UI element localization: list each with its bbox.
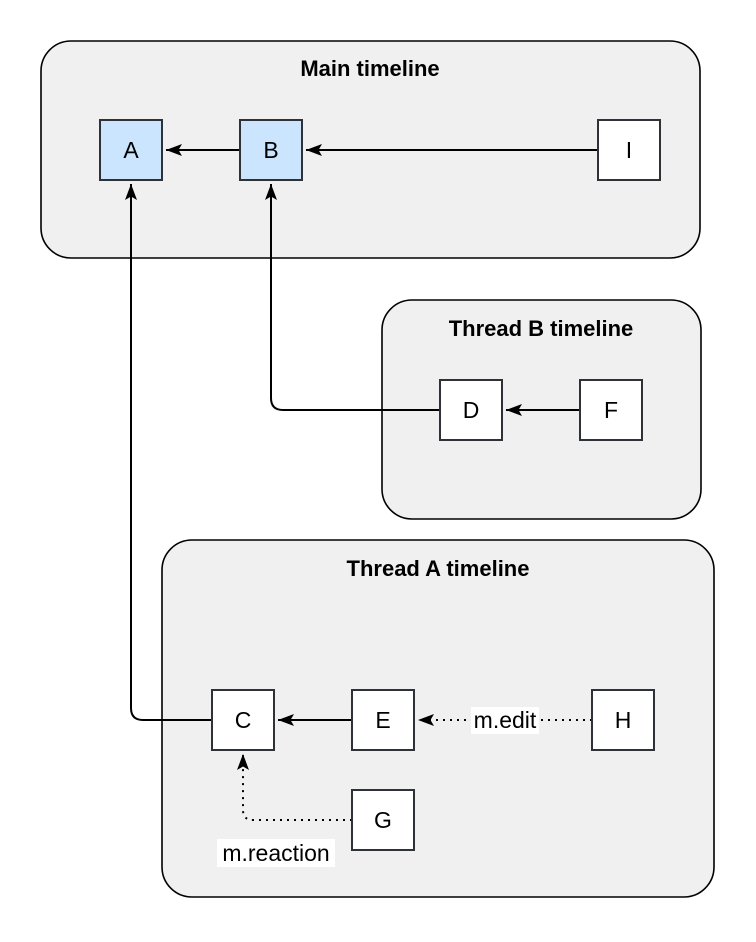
node-b-label: B <box>263 137 278 163</box>
thread-a-timeline-box <box>161 539 715 898</box>
edge-label-m-reaction-text: m.reaction <box>222 840 329 866</box>
node-c: C <box>211 689 275 751</box>
node-e: E <box>351 689 415 751</box>
node-i-box <box>597 119 661 181</box>
edge-g-to-c <box>237 754 352 821</box>
thread-a-timeline-container: Thread A timeline <box>161 539 715 898</box>
node-g-label: G <box>374 807 392 833</box>
edge-c-to-a <box>125 184 212 721</box>
node-e-label: E <box>375 707 390 733</box>
node-b: B <box>239 119 303 181</box>
node-e-box <box>351 689 415 751</box>
node-a: A <box>99 119 163 181</box>
edge-label-m-reaction: m.reaction <box>217 839 335 867</box>
node-f-label: F <box>604 397 618 423</box>
node-d-box <box>439 379 503 441</box>
node-h: H <box>591 689 655 751</box>
edge-label-m-reaction-bg <box>217 839 335 867</box>
node-g: G <box>351 789 415 851</box>
thread-a-timeline-title: Thread A timeline <box>347 556 530 581</box>
node-c-label: C <box>235 707 252 733</box>
edge-label-m-edit-text: m.edit <box>474 707 537 733</box>
node-g-box <box>351 789 415 851</box>
node-i: I <box>597 119 661 181</box>
edge-label-m-edit-bg <box>471 707 539 734</box>
node-d-label: D <box>463 397 480 423</box>
main-timeline-title: Main timeline <box>300 56 439 81</box>
node-f-box <box>579 379 643 441</box>
node-d: D <box>439 379 503 441</box>
node-b-box <box>239 119 303 181</box>
node-i-label: I <box>626 137 632 163</box>
thread-b-timeline-title: Thread B timeline <box>449 316 634 341</box>
node-h-box <box>591 689 655 751</box>
node-c-box <box>211 689 275 751</box>
node-h-label: H <box>615 707 632 733</box>
edge-d-to-b <box>265 184 440 411</box>
node-f: F <box>579 379 643 441</box>
node-a-label: A <box>123 137 139 163</box>
node-a-box <box>99 119 163 181</box>
edge-label-m-edit: m.edit <box>471 707 539 734</box>
